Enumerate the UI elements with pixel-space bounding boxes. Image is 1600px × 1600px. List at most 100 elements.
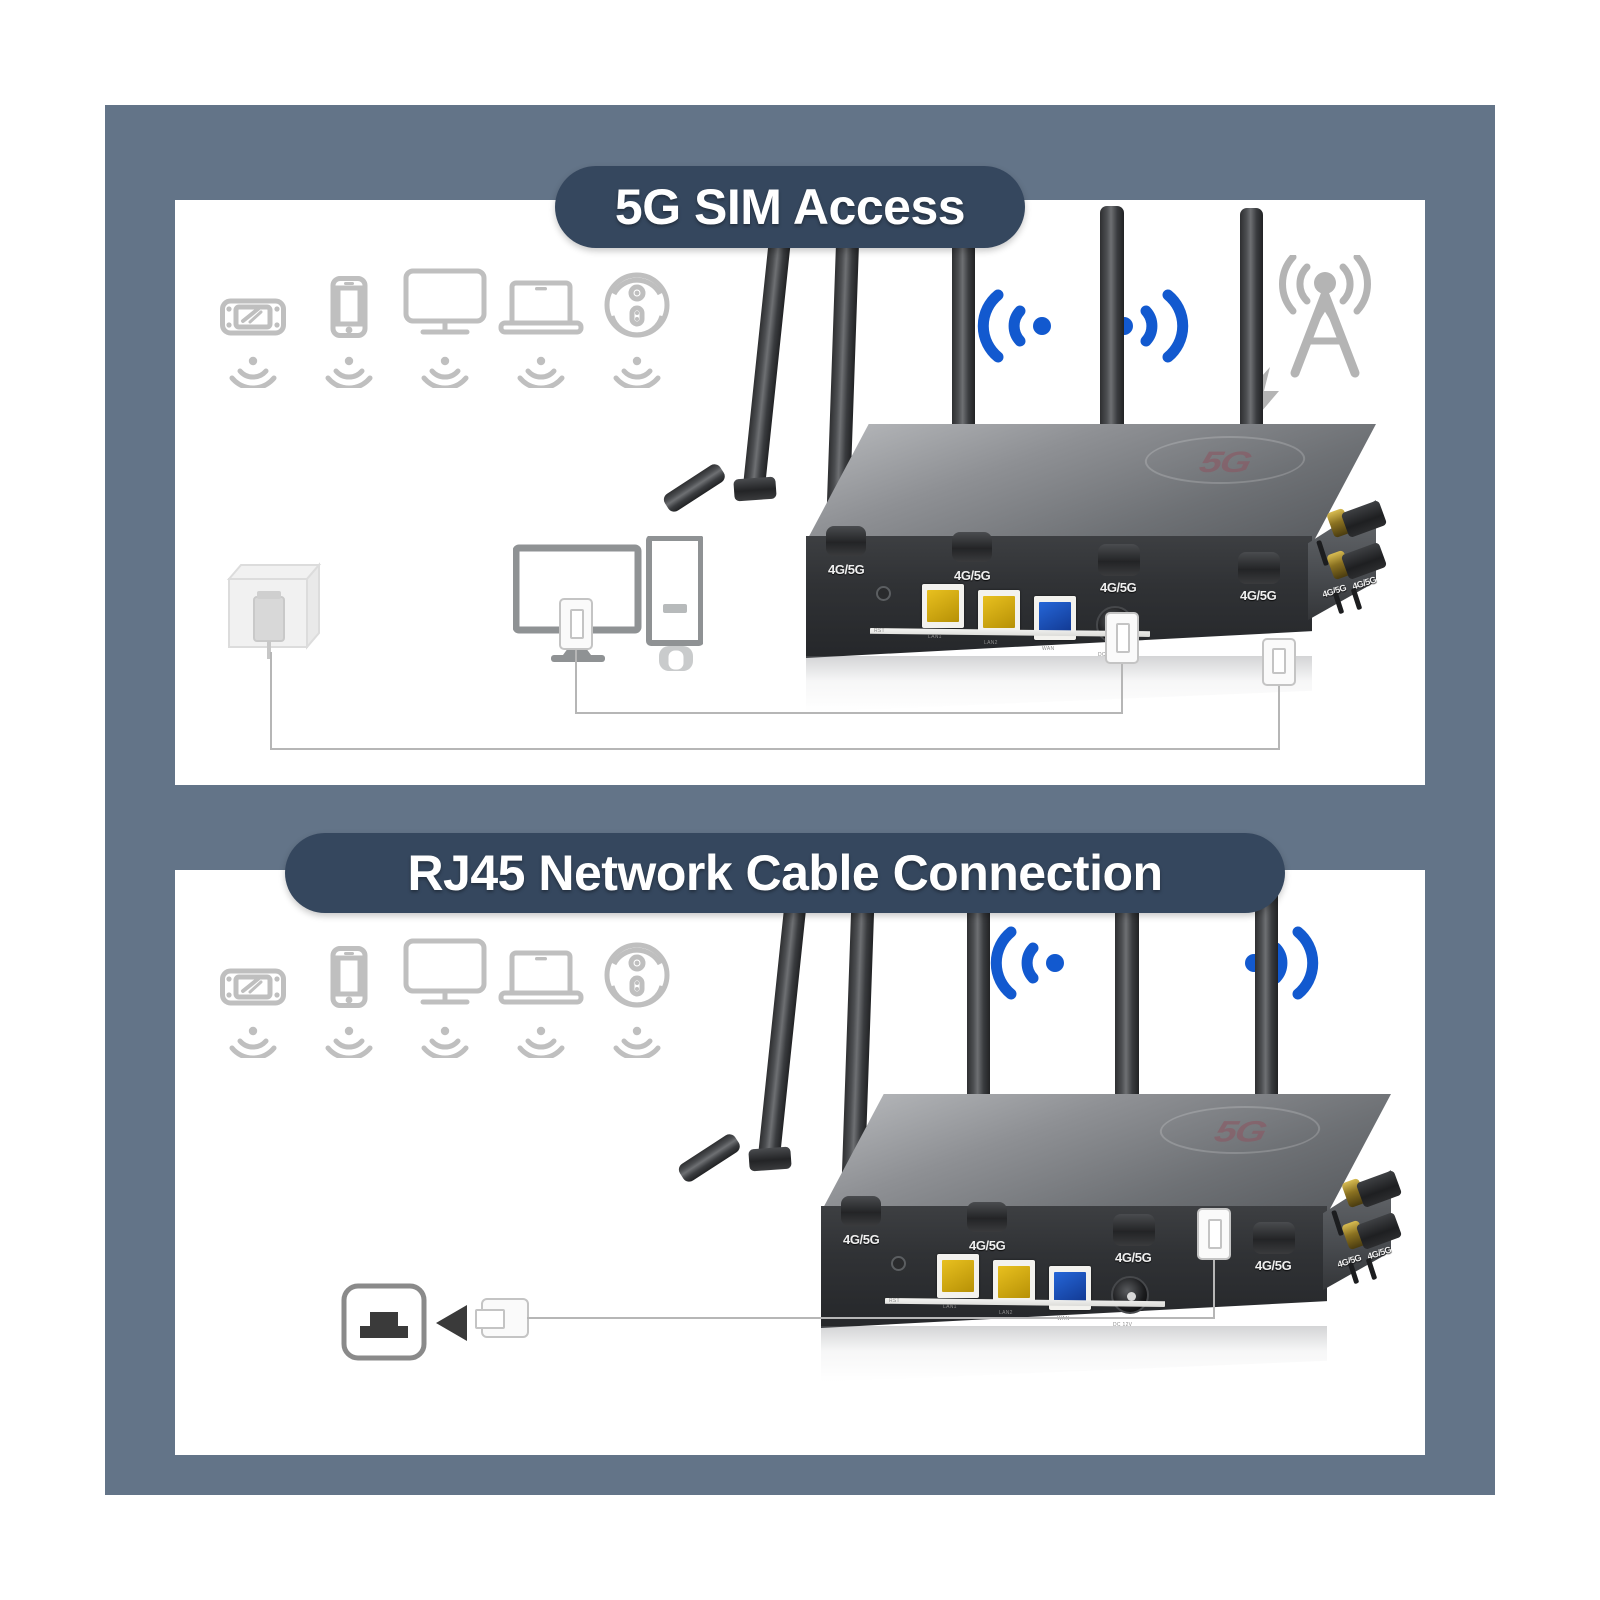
panel-title-rj45-cable: RJ45 Network Cable Connection — [285, 833, 1285, 913]
router-5g-logo: 5G — [1211, 1115, 1269, 1149]
flow-arrow-left-icon — [433, 1302, 471, 1349]
antenna-folded-lower — [661, 461, 728, 515]
wifi-down-icon — [323, 356, 375, 393]
device-item-smartphone — [301, 922, 397, 1063]
laptop-icon — [498, 252, 584, 338]
ethernet-cable-vertical-pc — [575, 648, 577, 714]
panel-sim-access: 5G 4G/5G 4G/5G 4G/5G 4G/5G 4G/5G 4G/5G — [175, 200, 1425, 785]
power-outlet-icon — [215, 555, 327, 670]
router-5g-logo: 5G — [1196, 445, 1254, 479]
dc-plug-core — [1272, 648, 1286, 674]
router-top-surface — [806, 424, 1376, 542]
reset-button[interactable] — [891, 1256, 906, 1271]
ethernet-cable-horizontal — [575, 712, 1123, 714]
lan1-port[interactable] — [937, 1254, 979, 1298]
wifi-down-icon — [323, 1026, 375, 1063]
ethernet-plug-pc — [559, 598, 593, 650]
lan2-port-label: LAN2 — [999, 1310, 1013, 1316]
device-item-laptop — [493, 922, 589, 1063]
lan1-port-label: LAN1 — [943, 1304, 957, 1310]
monitor-icon — [403, 252, 487, 338]
ethernet-plug-router-core — [1116, 623, 1130, 653]
antenna-label-4: 4G/5G — [1255, 1258, 1292, 1273]
cell-tower-icon — [1265, 253, 1385, 385]
wifi-down-icon — [515, 356, 567, 393]
sma-cap-1 — [1340, 499, 1388, 539]
wifi-down-icon — [515, 1026, 567, 1063]
game-console-icon — [220, 922, 286, 1008]
wifi-down-icon — [611, 356, 663, 393]
wifi-down-icon — [419, 356, 471, 393]
antenna-base-2 — [952, 532, 992, 562]
rj45-wall-jack-icon — [340, 1282, 428, 1367]
port-label-strip — [885, 1298, 1165, 1307]
antenna-hinge-1 — [748, 1146, 792, 1172]
wifi-down-icon — [227, 356, 279, 393]
wan-port-contact — [1054, 1272, 1086, 1304]
ethernet-plug-router — [1105, 612, 1139, 664]
antenna-label-1: 4G/5G — [843, 1232, 880, 1247]
device-item-robot-vacuum — [589, 252, 685, 393]
rj45-plug-wall-end — [475, 1298, 529, 1338]
lan2-port-contact — [983, 596, 1015, 628]
antenna-label-2: 4G/5G — [954, 568, 991, 583]
wifi-signal-left — [970, 285, 1056, 372]
power-cable-vertical-outlet — [270, 652, 272, 750]
rj45-plug-wall-core — [475, 1309, 505, 1329]
reset-button[interactable] — [876, 586, 891, 601]
rj45-cable-horizontal — [527, 1317, 1215, 1319]
smartphone-icon — [329, 252, 369, 338]
power-cable-vertical-router — [1278, 680, 1280, 750]
router-5g: 5G 4G/5G 4G/5G 4G/5G 4G/5G 4G/5G 4G/5G — [645, 870, 1425, 1382]
device-strip — [205, 252, 685, 393]
vent-hole-3 — [1350, 587, 1363, 611]
rj45-cable-vertical — [1213, 1256, 1215, 1318]
lan1-port-label: LAN1 — [928, 634, 942, 640]
reset-port-label: RST — [889, 1298, 900, 1304]
device-item-monitor — [397, 252, 493, 393]
panel-rj45-cable: 5G 4G/5G 4G/5G 4G/5G 4G/5G 4G/5G 4G/5G — [175, 870, 1425, 1455]
wifi-down-icon — [227, 1026, 279, 1063]
dc-port-label: DC 12V — [1113, 1322, 1133, 1328]
dc-power-pin — [1127, 1292, 1136, 1301]
dc-plug-connector — [1262, 638, 1296, 686]
reset-port-label: RST — [874, 628, 885, 634]
game-console-icon — [220, 252, 286, 338]
vent-hole-3 — [1365, 1257, 1378, 1281]
antenna-folded-upper — [742, 216, 794, 498]
desktop-pc-icon — [512, 535, 704, 676]
antenna-base-3 — [1098, 544, 1140, 576]
lan2-port[interactable] — [978, 590, 1020, 634]
antenna-folded-upper — [757, 886, 809, 1168]
antenna-base-4 — [1238, 552, 1280, 584]
device-item-monitor — [397, 922, 493, 1063]
ethernet-plug-pc-core — [570, 609, 584, 639]
device-item-robot-vacuum — [589, 922, 685, 1063]
wifi-signal-left — [983, 922, 1069, 1009]
wan-port-label: WAN — [1042, 646, 1055, 652]
lan2-port[interactable] — [993, 1260, 1035, 1304]
antenna-base-1 — [826, 526, 866, 556]
port-label-strip — [870, 628, 1150, 637]
antenna-base-4 — [1253, 1222, 1295, 1254]
device-item-laptop — [493, 252, 589, 393]
router-reflection — [806, 656, 1312, 712]
robot-vacuum-icon — [604, 922, 670, 1008]
antenna-folded-lower — [676, 1131, 743, 1185]
dc-power-jack[interactable] — [1111, 1276, 1149, 1314]
wifi-down-icon — [419, 1026, 471, 1063]
smartphone-icon — [329, 922, 369, 1008]
lan1-port[interactable] — [922, 584, 964, 628]
antenna-label-1: 4G/5G — [828, 562, 865, 577]
router-reflection — [821, 1326, 1327, 1382]
robot-vacuum-icon — [604, 252, 670, 338]
antenna-label-3: 4G/5G — [1115, 1250, 1152, 1265]
panel-title-sim-access: 5G SIM Access — [555, 166, 1025, 248]
lan2-port-label: LAN2 — [984, 640, 998, 646]
wan-port-contact — [1039, 602, 1071, 634]
device-item-smartphone — [301, 252, 397, 393]
sma-cap-1 — [1355, 1169, 1403, 1209]
antenna-base-3 — [1113, 1214, 1155, 1246]
power-cable-horizontal — [270, 748, 1280, 750]
